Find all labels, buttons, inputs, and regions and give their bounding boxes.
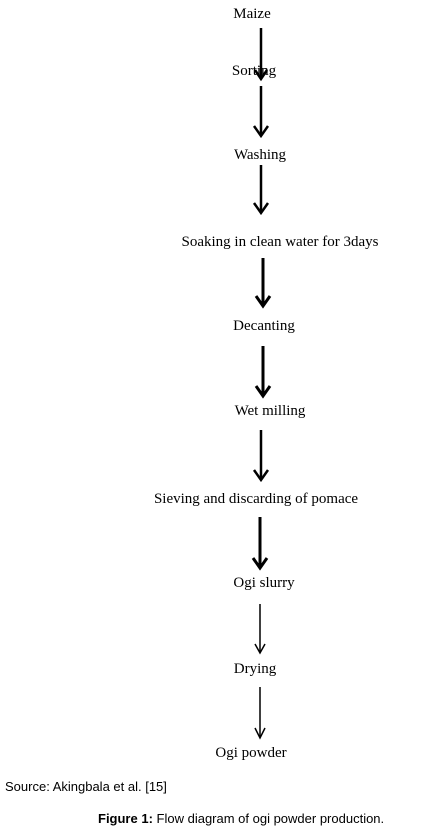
step-ogi-powder: Ogi powder xyxy=(215,745,287,761)
step-maize: Maize xyxy=(233,6,271,22)
source-citation: Source: Akingbala et al. [15] xyxy=(5,779,167,794)
down-arrow-icon xyxy=(251,517,269,571)
figure-label: Figure 1: xyxy=(98,811,153,826)
step-decanting: Decanting xyxy=(233,318,295,334)
down-arrow-icon xyxy=(254,687,266,740)
step-sieving: Sieving and discarding of pomace xyxy=(153,491,359,507)
step-ogi-slurry: Ogi slurry xyxy=(233,575,295,591)
down-arrow-icon xyxy=(253,28,269,82)
figure-caption-text: Flow diagram of ogi powder production. xyxy=(156,811,385,826)
figure-caption: Figure 1: Flow diagram of ogi powder pro… xyxy=(98,811,384,827)
down-arrow-icon xyxy=(252,165,270,216)
down-arrow-icon xyxy=(254,346,272,399)
step-wet-milling: Wet milling xyxy=(234,403,306,419)
down-arrow-icon xyxy=(254,604,266,655)
down-arrow-icon xyxy=(252,430,270,483)
down-arrow-icon xyxy=(254,258,272,309)
step-drying: Drying xyxy=(233,661,277,677)
step-washing: Washing xyxy=(233,147,287,163)
step-soaking: Soaking in clean water for 3days xyxy=(181,234,379,250)
down-arrow-icon xyxy=(252,86,270,139)
